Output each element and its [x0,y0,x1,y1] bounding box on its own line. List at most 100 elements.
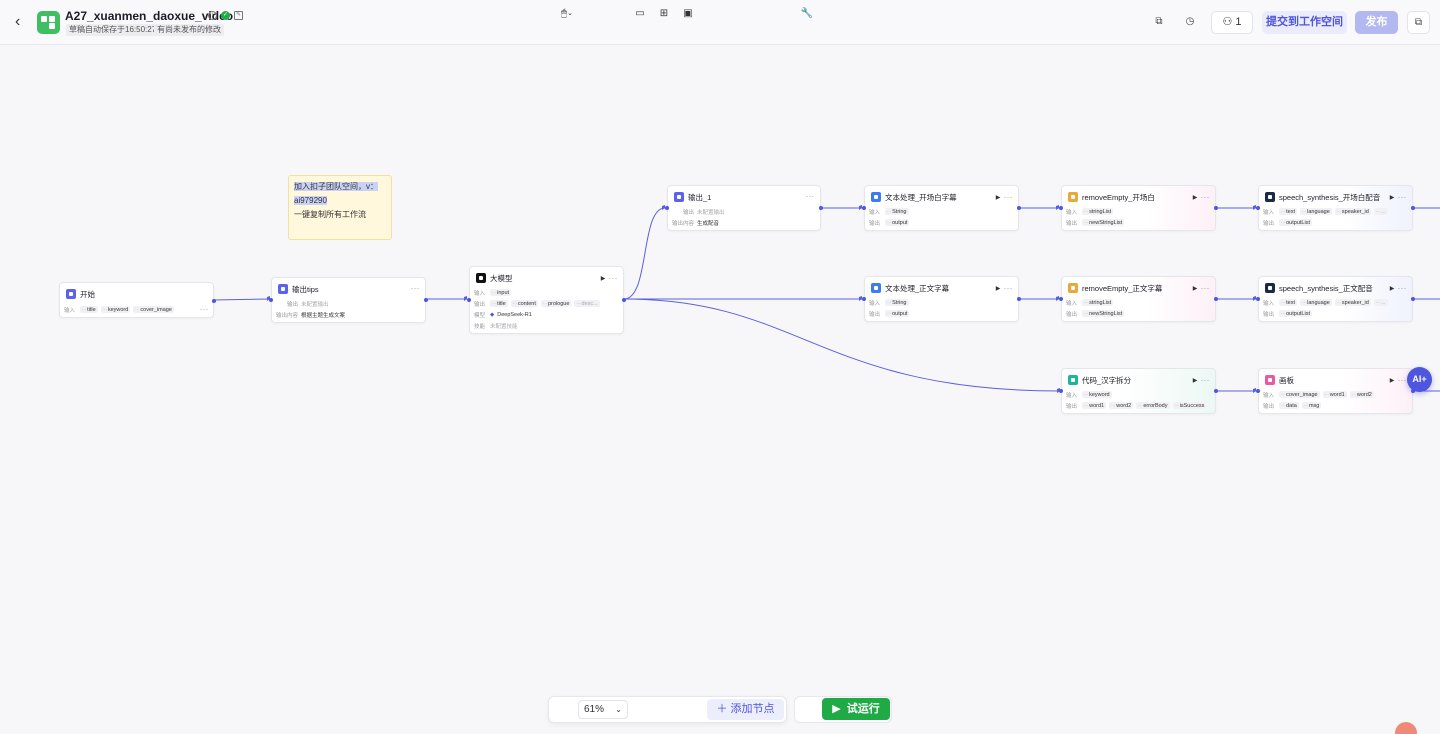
input-port[interactable] [1059,389,1063,393]
ai-assistant-button[interactable]: AI+ [1407,367,1432,392]
layout-grid-icon[interactable]: ⊞ [659,8,669,19]
node-start[interactable]: 开始 输入 title keyword cover_image ··· [59,282,216,318]
input-port[interactable] [1059,206,1063,210]
publish-button[interactable]: 发布 [1355,11,1398,34]
output-port[interactable] [424,298,428,302]
output-port[interactable] [1214,389,1218,393]
run-and-more-icons[interactable]: ▶ ··· [995,285,1013,292]
node-text-process-intro[interactable]: 文本处理_开场白字幕 ▶ ··· 输入 String 输出 output [862,185,1021,231]
back-arrow-icon[interactable]: ‹ [15,13,21,30]
run-and-more-icons[interactable]: ▶ ··· [995,194,1013,201]
param-tag: desc... [574,300,600,307]
info-icon[interactable]: i [208,11,217,20]
plus-icon: ＋ [716,703,728,715]
label-input: 输入 [474,290,486,297]
collaborators-button[interactable]: ⚇ 1 [1211,11,1253,34]
output-port[interactable] [622,298,626,302]
param-tag: ... [1373,299,1388,306]
input-port[interactable] [467,298,471,302]
input-port[interactable] [269,298,273,302]
output-port[interactable] [1411,389,1415,393]
run-and-more-icons[interactable]: ▶ ··· [1192,194,1210,201]
duplicate-icon[interactable]: ⧉ [1407,11,1430,34]
node-speech-body[interactable]: speech_synthesis_正文配音 ▶ ··· 输入 text lang… [1256,276,1415,322]
node-output-tips[interactable]: 输出tips ··· 输出 未配置输出 输出内容 根据主题生成文案 [269,277,428,323]
output-port[interactable] [1411,297,1415,301]
label-input: 输入 [1066,392,1078,399]
node-llm[interactable]: 大模型 ▶ ··· 输入 input 输出 title content prol… [467,266,626,334]
submit-to-workspace-button[interactable]: 提交到工作空间 [1262,11,1347,34]
collaborator-count: 1 [1235,16,1242,28]
comment-icon[interactable]: ▭ [635,8,645,19]
wrench-icon[interactable]: 🔧 [800,8,814,19]
output-port[interactable] [819,206,823,210]
add-node-button[interactable]: ＋ 添加节点 [707,699,784,720]
label-output-content: 输出内容 [276,312,299,319]
output-port[interactable] [1017,206,1021,210]
param-tag: language [1300,208,1332,215]
run-and-more-icons[interactable]: ▶ ··· [1389,377,1407,384]
input-port[interactable] [1256,389,1260,393]
node-speech-intro[interactable]: speech_synthesis_开场白配音 ▶ ··· 输入 text lan… [1256,185,1415,231]
text-process-icon [871,192,881,202]
node-code-split[interactable]: 代码_汉字拆分 ▶ ··· 输入 keyword 输出 word1 word2 … [1059,368,1218,414]
label-output: 输出 [1263,403,1275,410]
run-and-more-icons[interactable]: ▶ ··· [1389,194,1407,201]
more-icon[interactable]: ··· [806,194,815,200]
node-title: speech_synthesis_正文配音 [1279,283,1373,293]
input-port[interactable] [1256,206,1260,210]
more-icon[interactable]: ··· [411,286,420,292]
sticky-note[interactable]: 加入扣子团队空间，v： ai979290 一键复制所有工作流 [288,175,392,240]
zoom-select[interactable]: 61% ⌄ [578,700,628,719]
label-input: 输入 [1066,209,1078,216]
workflow-canvas[interactable]: 加入扣子团队空间，v： ai979290 一键复制所有工作流 开始 输入 tit… [0,45,1440,734]
node-text-process-body[interactable]: 文本处理_正文字幕 ▶ ··· 输入 String 输出 output [862,276,1021,322]
output-port[interactable] [212,299,216,303]
label-output-content: 输出内容 [672,220,695,227]
minimap-icon[interactable]: ▣ [683,8,693,19]
assistant-avatar[interactable] [1395,722,1417,734]
node-title: speech_synthesis_开场白配音 [1279,192,1381,202]
input-port[interactable] [1256,297,1260,301]
node-remove-empty-intro[interactable]: removeEmpty_开场白 ▶ ··· 输入 stringList 输出 n… [1059,185,1218,231]
output-port[interactable] [1214,297,1218,301]
param-tag: prologue [540,300,572,307]
run-and-more-icons[interactable]: ▶ ··· [1192,377,1210,384]
workflow-title: A27_xuanmen_daoxue_video [65,9,234,23]
output-port[interactable] [1214,206,1218,210]
test-run-button[interactable]: ▶ 试运行 [822,698,890,720]
param-tag: msg [1301,402,1322,409]
param-tag: cover_image [1279,391,1320,398]
output-port[interactable] [1411,206,1415,210]
input-port[interactable] [1059,297,1063,301]
input-port[interactable] [862,297,866,301]
run-and-more-icons[interactable]: ▶ ··· [1192,285,1210,292]
code-icon [1068,375,1078,385]
chevron-down-icon[interactable]: ⌄ [567,10,573,17]
copy-icon[interactable]: ⧉ [1155,16,1163,27]
node-canvas-board[interactable]: 画板 ▶ ··· 输入 cover_image word1 word2 输出 d… [1256,368,1415,414]
text-process-icon [871,283,881,293]
history-icon[interactable]: ◷ [1185,16,1195,27]
label-output: 输出 [1066,311,1078,318]
node-remove-empty-body[interactable]: removeEmpty_正文字幕 ▶ ··· 输入 stringList 输出 … [1059,276,1218,322]
param-tag: outputList [1279,219,1312,226]
edit-icon[interactable]: ✎ [234,11,243,20]
more-icon[interactable]: ··· [200,306,209,313]
param-tag: title [490,300,508,307]
mouse-mode-icon[interactable]: 🖱 [561,8,567,19]
node-title: 输出tips [292,284,319,294]
output-port[interactable] [1017,297,1021,301]
input-port[interactable] [862,206,866,210]
param-tag: ... [1373,208,1388,215]
input-port[interactable] [665,206,669,210]
chevron-down-icon: ⌄ [615,705,622,714]
output-value: 未配置输出 [697,209,725,216]
run-and-more-icons[interactable]: ▶ ··· [1389,285,1407,292]
node-output-1[interactable]: 输出_1 ··· 输出 未配置输出 输出内容 生成配音 [665,185,823,231]
run-and-more-icons[interactable]: ▶ ··· [600,275,618,282]
label-input: 输入 [869,209,881,216]
label-output: 输出 [286,301,298,308]
param-tag: output [885,219,910,226]
param-tag: String [885,299,909,306]
